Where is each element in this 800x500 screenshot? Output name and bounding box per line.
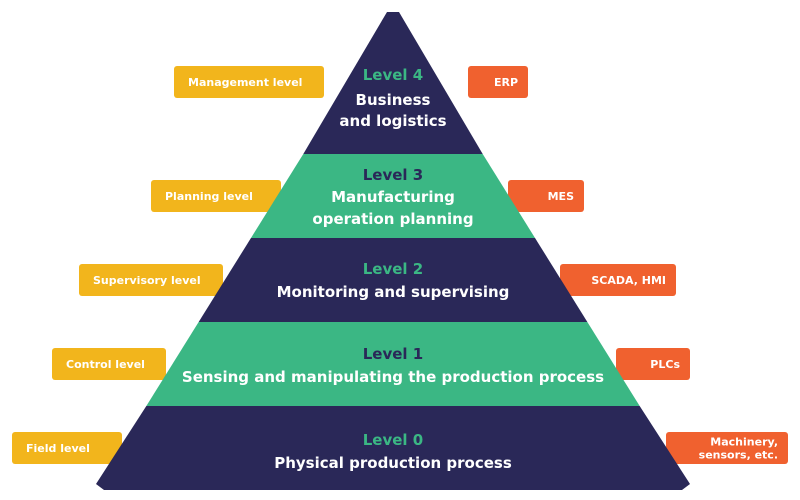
left-tag-3 bbox=[52, 348, 166, 380]
left-tag-0 bbox=[174, 66, 324, 98]
left-tag-2 bbox=[79, 264, 223, 296]
level-number-3: Level 3 bbox=[363, 166, 423, 184]
level-number-4: Level 4 bbox=[363, 66, 423, 84]
left-tag-1 bbox=[151, 180, 281, 212]
level-number-0: Level 0 bbox=[363, 431, 423, 449]
left-tag-label-4: Field level bbox=[26, 442, 90, 455]
left-tag-label-3: Control level bbox=[66, 358, 145, 371]
right-tag-2 bbox=[560, 264, 676, 296]
right-tag-label-4-1: sensors, etc. bbox=[699, 449, 778, 462]
right-tag-label-4-0: Machinery, bbox=[710, 436, 778, 449]
pyramid-band-level-1 bbox=[146, 322, 640, 406]
left-tag-label-0: Management level bbox=[188, 76, 302, 89]
level-name-4-line-1: and logistics bbox=[339, 112, 446, 130]
right-tag-label-1: MES bbox=[548, 190, 574, 203]
right-tag-label-2: SCADA, HMI bbox=[591, 274, 666, 287]
level-name-0: Physical production process bbox=[274, 454, 512, 472]
left-tag-label-2: Supervisory level bbox=[93, 274, 201, 287]
pyramid-band-level-3 bbox=[250, 154, 536, 238]
level-name-4-line-0: Business bbox=[356, 91, 431, 109]
pyramid-layer bbox=[96, 12, 690, 490]
pyramid-band-level-4 bbox=[303, 12, 483, 154]
tags-layer: Management level ERP Planning level MES Supe… bbox=[12, 66, 788, 464]
right-tag-0 bbox=[468, 66, 528, 98]
right-tag-4 bbox=[666, 432, 788, 464]
level-name-3-line-0: Manufacturing bbox=[331, 188, 455, 206]
level-number-2: Level 2 bbox=[363, 260, 423, 278]
left-tag-label-1: Planning level bbox=[165, 190, 253, 203]
level-number-1: Level 1 bbox=[363, 345, 423, 363]
right-tag-3 bbox=[616, 348, 690, 380]
right-tag-1 bbox=[508, 180, 584, 212]
pyramid-band-level-2 bbox=[198, 238, 588, 322]
left-tag-4 bbox=[12, 432, 122, 464]
right-tag-label-0: ERP bbox=[494, 76, 518, 89]
level-name-1: Sensing and manipulating the production … bbox=[182, 368, 604, 386]
pyramid-band-level-0 bbox=[96, 406, 690, 490]
right-tag-label-3: PLCs bbox=[650, 358, 680, 371]
level-name-2: Monitoring and supervising bbox=[277, 283, 510, 301]
level-name-3-line-1: operation planning bbox=[312, 210, 473, 228]
